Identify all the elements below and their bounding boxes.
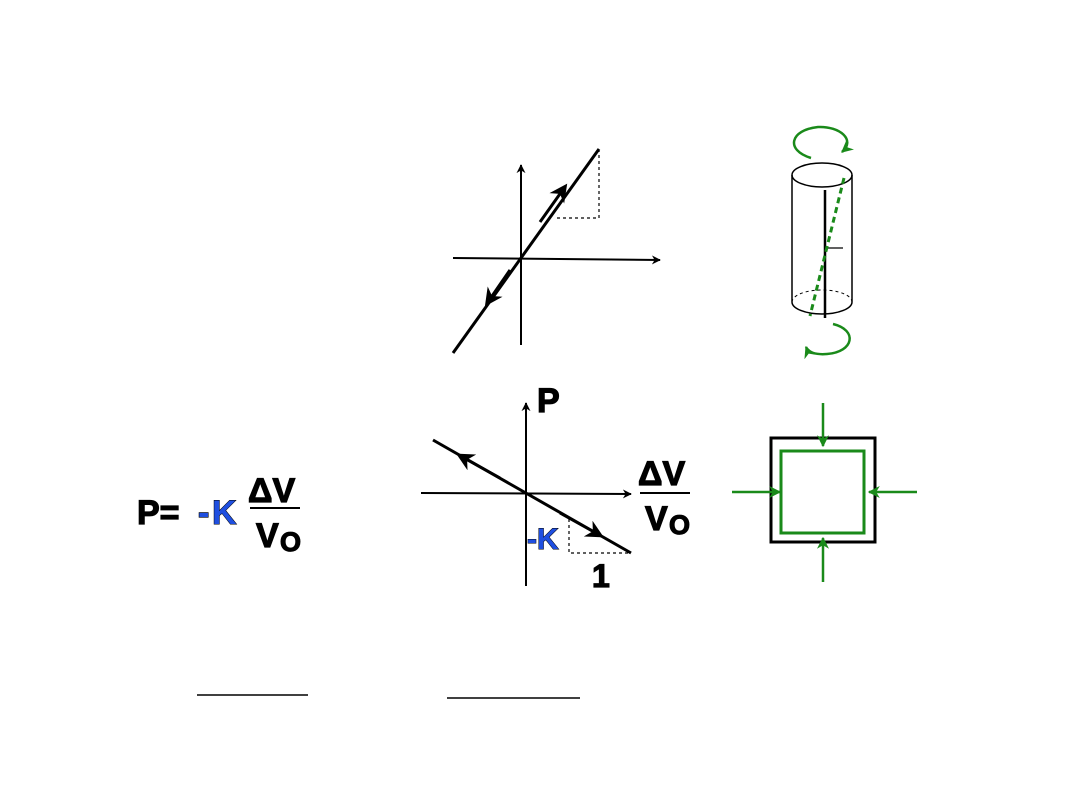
top-graph-slope-triangle: [557, 151, 600, 219]
cylinder-bottom-back: [791, 289, 853, 303]
cylinder-bottom-front: [791, 301, 853, 315]
bottom-graph-arrow-left: [456, 453, 501, 480]
bottom-graph-arrow-right: [559, 511, 604, 538]
cylinder-twisted-line: [808, 177, 846, 317]
bottom-graph-x-denominator-v: V: [645, 500, 668, 538]
top-graph-line: [451, 148, 601, 354]
bottom-graph-y-label: P: [537, 382, 560, 420]
bottom-graph: P ΔV V O -K 1: [420, 381, 691, 595]
bottom-graph-slope-label: -K: [527, 523, 559, 556]
compression-diagram: [732, 403, 917, 582]
top-graph-x-axis: [452, 255, 661, 265]
counterclockwise-arrow-icon: [804, 322, 851, 360]
bottom-graph-x-numerator: ΔV: [638, 455, 685, 493]
top-graph: [451, 148, 661, 354]
bulk-modulus-formula: P= - K ΔV V O: [136, 471, 301, 557]
clockwise-arrow-icon: [792, 125, 855, 160]
outer-box: [769, 436, 877, 544]
formula-numerator: ΔV: [248, 472, 295, 510]
formula-minus: -: [198, 494, 209, 532]
formula-denominator-v: V: [256, 517, 279, 555]
formula-lhs: P=: [137, 494, 180, 532]
top-graph-arrow-up: [538, 183, 568, 223]
bottom-graph-x-denominator-sub: O: [669, 510, 690, 540]
top-graph-arrow-down: [484, 269, 512, 307]
formula-k: K: [212, 494, 237, 532]
compressed-box: [779, 449, 866, 535]
formula-denominator-sub: O: [280, 527, 301, 557]
bottom-graph-run-label: 1: [592, 558, 610, 594]
cylinder-diagram: [791, 125, 855, 360]
